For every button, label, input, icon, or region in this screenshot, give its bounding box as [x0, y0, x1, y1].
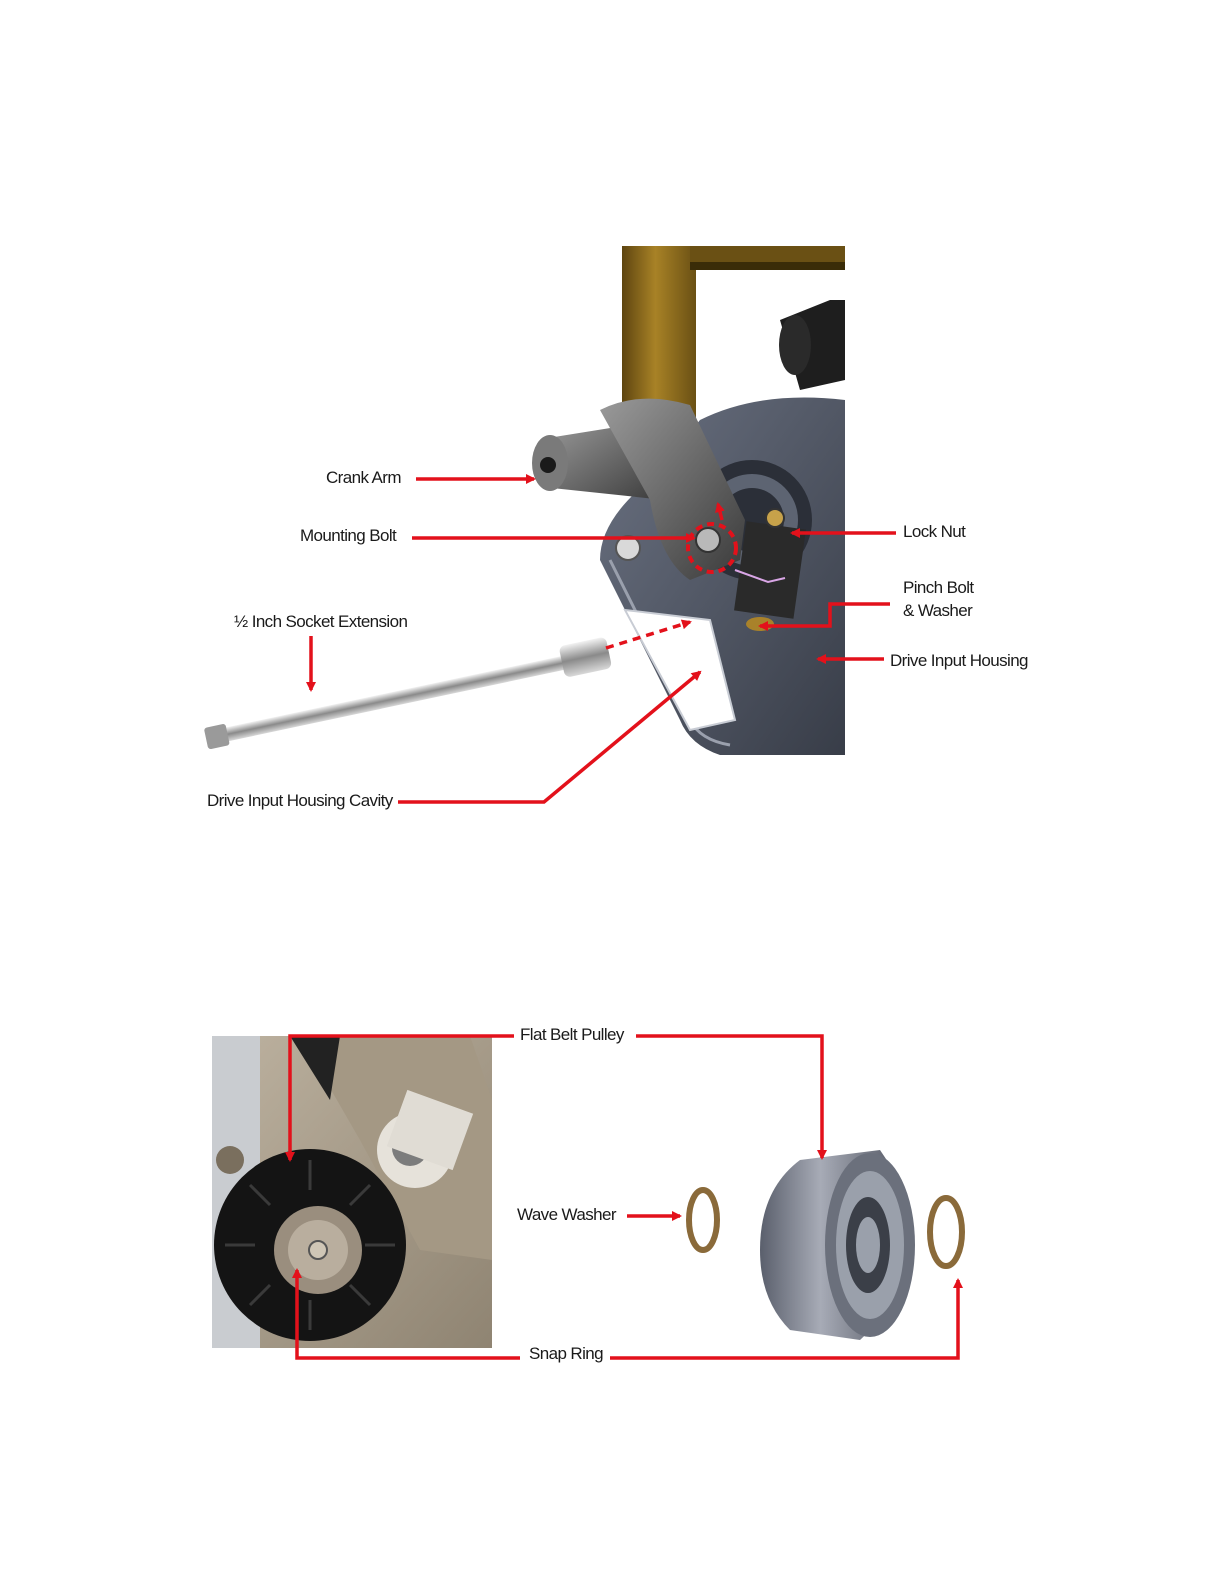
lock-nut [766, 509, 784, 527]
crank-assembly-illustration [203, 246, 845, 755]
label-snap-ring: Snap Ring [529, 1342, 603, 1366]
socket-extension-tool [203, 637, 613, 754]
label-flat-belt-pulley: Flat Belt Pulley [520, 1023, 624, 1047]
pinch-bolt-washer [746, 617, 774, 631]
label-lock-nut: Lock Nut [903, 520, 965, 544]
arrow-pulley-right [636, 1036, 822, 1158]
pulley-photo [212, 1036, 492, 1348]
label-housing-cavity: Drive Input Housing Cavity [207, 789, 393, 813]
snap-ring-part [930, 1198, 962, 1266]
exploded-pulley-illustration [689, 1150, 962, 1340]
label-drive-input-housing: Drive Input Housing [890, 649, 1028, 673]
label-pinch-bolt-washer: & Washer [903, 599, 972, 623]
pinch-clamp-block [734, 521, 806, 618]
label-crank-arm: Crank Arm [326, 466, 401, 490]
wave-washer [689, 1190, 717, 1250]
label-pinch-bolt: Pinch Bolt [903, 576, 974, 600]
label-wave-washer: Wave Washer [517, 1203, 616, 1227]
mounting-bolt [696, 528, 720, 552]
label-mounting-bolt: Mounting Bolt [300, 524, 396, 548]
label-socket-extension: ½ Inch Socket Extension [234, 610, 407, 634]
